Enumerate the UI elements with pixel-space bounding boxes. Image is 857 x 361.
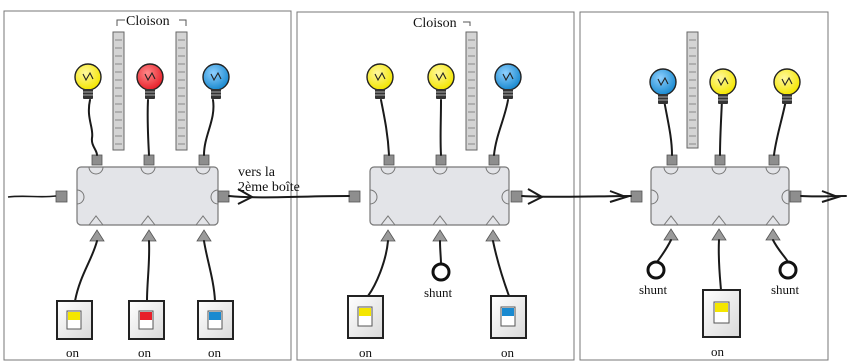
junction-box-2 bbox=[369, 166, 510, 226]
partition-wall bbox=[175, 31, 188, 151]
bulb-icon bbox=[709, 68, 737, 104]
bulb-icon bbox=[74, 63, 102, 99]
light-switch bbox=[197, 300, 234, 340]
partition-wall bbox=[465, 31, 478, 151]
partition-bracket bbox=[116, 19, 187, 26]
shunt-loop bbox=[646, 260, 666, 280]
partition-label: Cloison bbox=[413, 16, 457, 31]
bulb-icon bbox=[202, 63, 230, 99]
bulb-icon bbox=[427, 63, 455, 99]
switch-state-label: on bbox=[138, 345, 152, 360]
shunt-loop bbox=[778, 260, 798, 280]
switch-state-label: on bbox=[711, 344, 725, 359]
shunt-label: shunt bbox=[424, 285, 453, 300]
partition-wall bbox=[112, 31, 125, 151]
partition-wall bbox=[686, 31, 699, 149]
junction-box-3 bbox=[650, 166, 790, 226]
switch-state-label: on bbox=[501, 345, 515, 360]
light-switch bbox=[347, 295, 384, 339]
to-second-box-label: 2ème boîte bbox=[238, 180, 300, 195]
light-switch bbox=[56, 300, 93, 340]
shunt-loop bbox=[431, 262, 451, 282]
light-switch bbox=[702, 289, 741, 338]
switch-state-label: on bbox=[208, 345, 222, 360]
switch-state-label: on bbox=[66, 345, 80, 360]
bulb-icon bbox=[136, 63, 164, 99]
bulb-icon bbox=[649, 68, 677, 104]
light-switch bbox=[490, 295, 527, 339]
shunt-label: shunt bbox=[639, 282, 668, 297]
box-notches bbox=[76, 166, 790, 226]
bulb-icon bbox=[494, 63, 522, 99]
light-switch bbox=[128, 300, 165, 340]
partition-bracket bbox=[463, 21, 471, 26]
connector-triangles bbox=[89, 228, 781, 242]
shunt-label: shunt bbox=[771, 282, 800, 297]
partition-label: Cloison bbox=[126, 14, 170, 29]
wires bbox=[7, 99, 847, 302]
bulb-icon bbox=[366, 63, 394, 99]
switch-state-label: on bbox=[359, 345, 373, 360]
to-second-box-label: vers la bbox=[238, 165, 276, 180]
bulb-icon bbox=[773, 68, 801, 104]
